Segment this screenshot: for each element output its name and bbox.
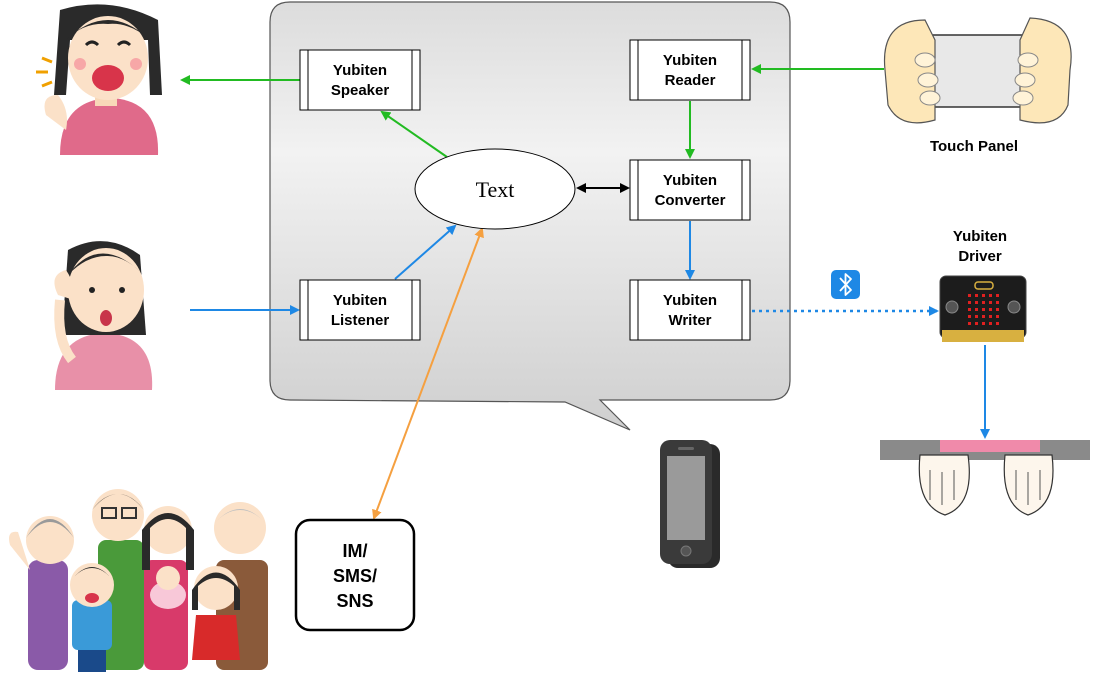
module-writer-line2: Writer bbox=[668, 312, 711, 329]
text-node-label: Text bbox=[476, 177, 515, 202]
module-speaker: Yubiten Speaker bbox=[299, 49, 421, 111]
driver-label-line1: Yubiten bbox=[953, 228, 1007, 245]
bluetooth-icon bbox=[831, 270, 860, 299]
module-converter-line2: Converter bbox=[655, 192, 726, 209]
module-reader-line1: Yubiten bbox=[663, 52, 717, 69]
module-writer: Yubiten Writer bbox=[629, 279, 751, 341]
messaging-line1: IM/ bbox=[343, 541, 368, 561]
smartphone-illustration bbox=[660, 440, 720, 568]
module-listener: Yubiten Listener bbox=[299, 279, 421, 341]
touch-panel-illustration bbox=[883, 17, 1072, 124]
module-listener-line1: Yubiten bbox=[333, 292, 387, 309]
family-illustration bbox=[9, 489, 268, 672]
arrow-text-messaging bbox=[372, 227, 484, 520]
text-node: Text bbox=[414, 148, 576, 230]
module-speaker-line2: Speaker bbox=[331, 82, 390, 99]
messaging-line2: SMS/ bbox=[333, 566, 377, 586]
module-converter: Yubiten Converter bbox=[629, 159, 751, 221]
module-reader-line2: Reader bbox=[665, 72, 716, 89]
touch-panel-label: Touch Panel bbox=[930, 138, 1018, 155]
hands-illustration bbox=[880, 440, 1090, 516]
module-listener-line2: Listener bbox=[331, 312, 390, 329]
speaking-person-illustration bbox=[36, 4, 162, 155]
driver-board-illustration bbox=[939, 275, 1027, 342]
messaging-line3: SNS bbox=[336, 591, 373, 611]
module-converter-line1: Yubiten bbox=[663, 172, 717, 189]
messaging-box: IM/ SMS/ SNS bbox=[294, 518, 416, 632]
listening-person-illustration bbox=[54, 241, 153, 390]
module-reader: Yubiten Reader bbox=[629, 39, 751, 101]
driver-label-line2: Driver bbox=[958, 248, 1002, 265]
module-speaker-line1: Yubiten bbox=[333, 62, 387, 79]
module-writer-line1: Yubiten bbox=[663, 292, 717, 309]
arrow-text-to-speaker bbox=[380, 110, 448, 158]
